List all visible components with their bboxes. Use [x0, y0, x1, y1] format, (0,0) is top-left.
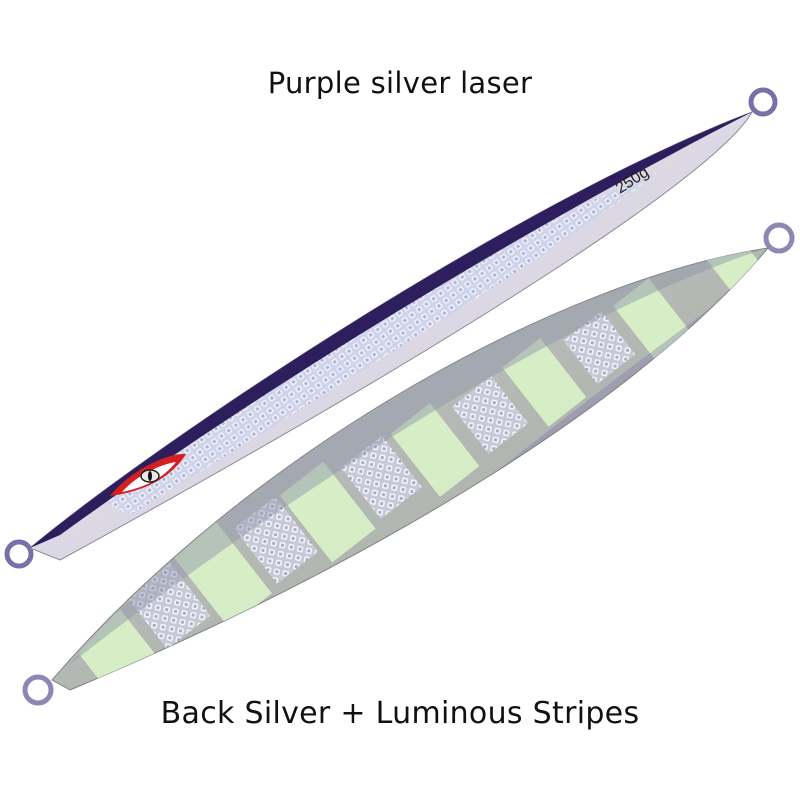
upper-jig-lure: 250g: [4, 87, 778, 569]
upper-purple-back: [30, 112, 752, 548]
lower-head-ring: [22, 674, 54, 706]
eye-icon: [110, 453, 186, 496]
lower-tail-ring: [763, 222, 795, 254]
bottom-caption: Back Silver + Luminous Stripes: [160, 696, 640, 731]
upper-scale-pattern: [100, 170, 660, 515]
upper-tail-ring: [748, 87, 778, 117]
upper-head-ring: [4, 539, 34, 569]
lower-scale-pattern: [124, 310, 636, 650]
top-caption: Purple silver laser: [267, 66, 533, 100]
